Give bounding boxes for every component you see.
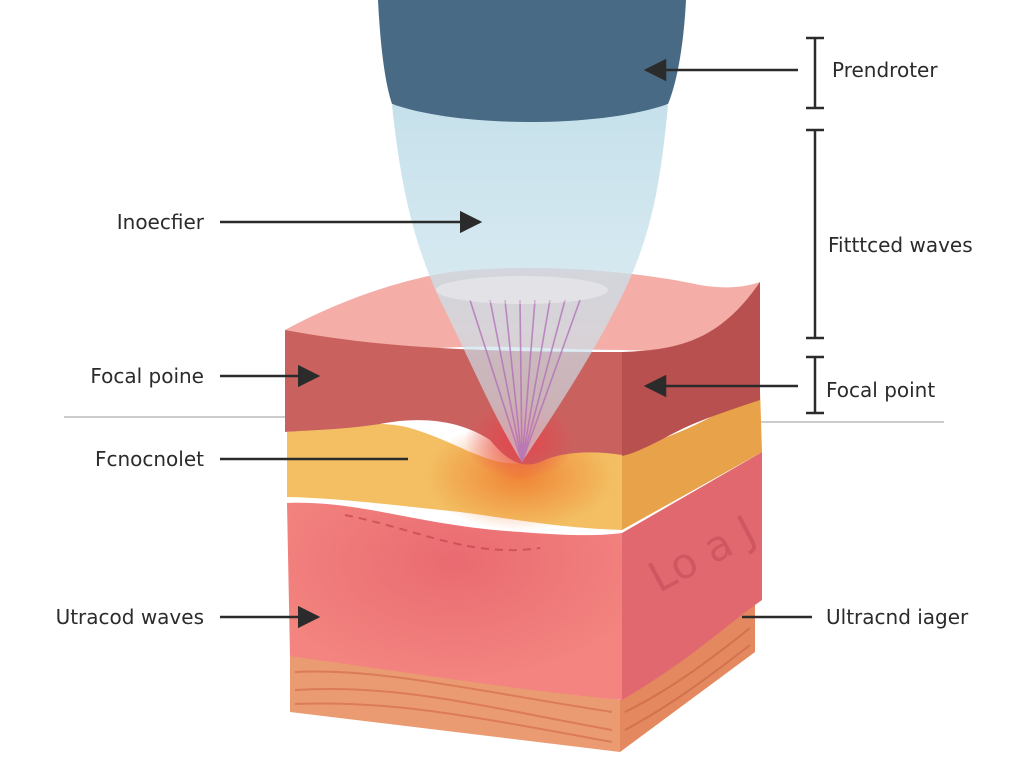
label-right-3: Focal point: [826, 378, 936, 402]
ultrasound-beam: [392, 105, 668, 463]
label-left-4: Utracod waves: [55, 605, 204, 629]
transducer-probe: [378, 0, 686, 122]
tissue-block: Lo a J: [287, 452, 763, 700]
right-brackets: [806, 36, 824, 415]
label-arrows: [220, 58, 812, 629]
label-right-2: Fitttced waves: [828, 233, 973, 257]
label-left-2: Focal poine: [90, 364, 204, 388]
label-left-3: Fcnocnolet: [94, 447, 204, 471]
fascia-layer: [290, 602, 755, 752]
label-right-4: Ultracnd iager: [826, 605, 969, 629]
label-right-1: Prendroter: [832, 58, 938, 82]
focused-wave-lines: [469, 299, 581, 463]
label-left-1: Inoecfier: [116, 210, 204, 234]
